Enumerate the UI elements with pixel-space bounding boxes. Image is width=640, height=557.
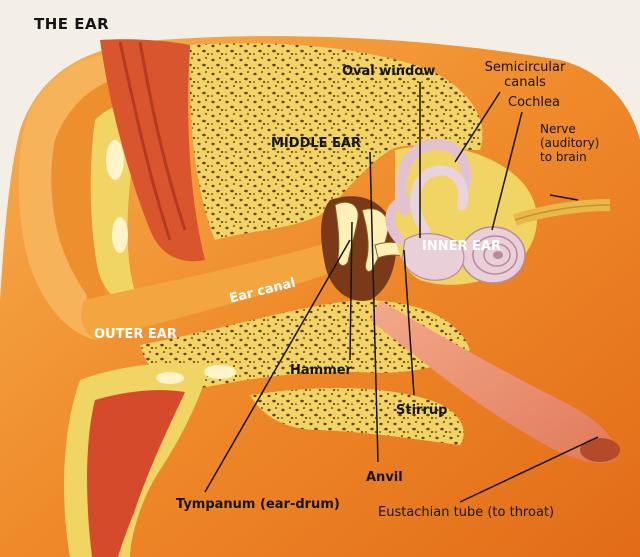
label-anvil: Anvil	[366, 470, 403, 485]
label-tympanum: Tympanum (ear-drum)	[176, 497, 340, 512]
diagram-title: THE EAR	[34, 15, 110, 33]
label-cochlea: Cochlea	[508, 95, 560, 110]
label-middle-ear: MIDDLE EAR	[271, 136, 361, 151]
label-eustachian-tube: Eustachian tube (to throat)	[378, 505, 555, 520]
leader-eustachian	[459, 436, 599, 503]
label-oval-window: Oval window	[342, 64, 436, 79]
tube-opening	[580, 438, 620, 462]
eustachian-tube	[370, 300, 616, 464]
pinna-rim	[18, 52, 151, 340]
leader-middle-ear	[369, 151, 379, 463]
label-outer-ear: OUTER EAR	[94, 327, 177, 342]
lobe-muscle	[87, 390, 185, 557]
leader-cochlea	[491, 111, 523, 231]
temporal-bone-upper	[189, 43, 483, 240]
leader-tympanum	[204, 239, 351, 493]
auditory-nerve-line	[514, 204, 611, 221]
lower-bone	[250, 388, 464, 445]
cochlea-spiral	[460, 226, 526, 284]
hammer-bone	[334, 201, 359, 266]
semicircular-canals	[385, 138, 472, 245]
cartilage-dot	[106, 140, 124, 180]
cartilage-dot	[204, 365, 236, 379]
cartilage-dot	[156, 372, 184, 384]
pinna-fold	[51, 75, 130, 320]
leader-stirrup	[403, 249, 415, 396]
leader-lines	[204, 82, 599, 503]
leader-nerve	[549, 194, 579, 201]
label-nerve: Nerve (auditory) to brain	[540, 122, 600, 164]
ear-canal	[81, 244, 338, 340]
leader-semicircular	[454, 91, 501, 163]
label-inner-ear: INNER EAR	[422, 239, 501, 254]
scalp-muscle-stripe	[138, 41, 187, 231]
label-hammer: Hammer	[290, 363, 352, 378]
leader-hammer	[349, 221, 353, 361]
vestibule	[401, 233, 465, 281]
scalp-muscle-stripe	[118, 41, 172, 241]
cartilage-dot	[112, 217, 128, 253]
label-semicircular-canals: Semicircular canals	[484, 60, 566, 90]
label-stirrup: Stirrup	[396, 403, 448, 418]
